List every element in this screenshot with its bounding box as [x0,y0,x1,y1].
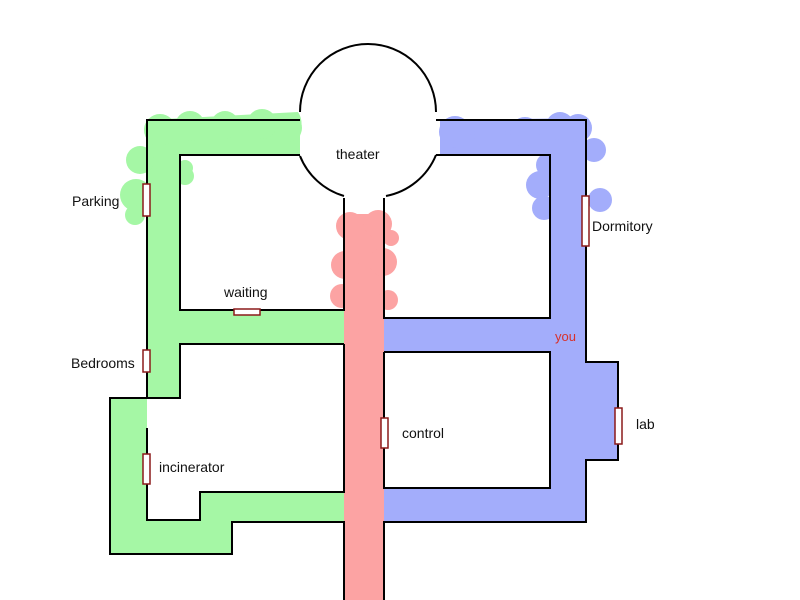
door-parking[interactable] [142,183,151,217]
room-label-lab: lab [636,416,655,432]
doors [142,183,623,485]
door-incinerator[interactable] [142,453,151,485]
room-label-control: control [402,425,445,441]
green-zone [110,109,344,554]
room-label-parking: Parking [72,193,120,209]
red-zone [330,210,399,600]
door-bedrooms[interactable] [142,349,151,373]
room-label-dormitory: Dormitory [592,218,653,234]
door-dormitory[interactable] [581,195,590,247]
door-control[interactable] [380,417,389,449]
room-label-theater: theater [336,146,380,162]
room-label-waiting: waiting [224,284,268,300]
door-waiting[interactable] [233,308,261,316]
you-are-here-marker: you [555,329,576,344]
room-label-bedrooms: Bedrooms [71,355,135,371]
door-lab[interactable] [614,407,623,445]
room-label-incinerator: incinerator [159,459,225,475]
